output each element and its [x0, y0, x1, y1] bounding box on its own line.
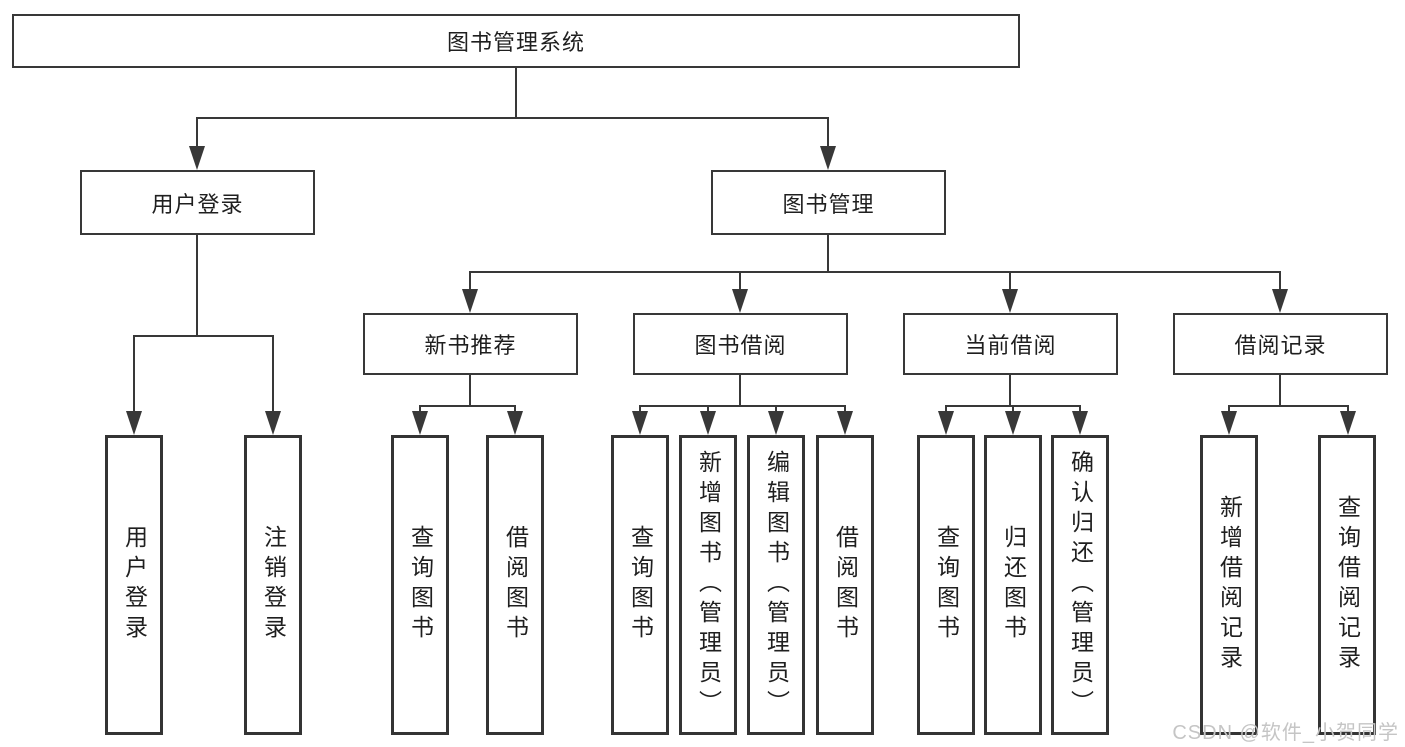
- arrowhead-leaf: [412, 411, 428, 435]
- connector-root-stem: [515, 66, 517, 118]
- connector-leaf-drop: [419, 405, 421, 415]
- connector-group-drop: [1009, 271, 1011, 293]
- connector-group-stem: [1009, 373, 1011, 407]
- node-root: 图书管理系统: [12, 14, 1020, 68]
- node-root-label: 图书管理系统: [446, 30, 585, 55]
- connector-leaf-drop: [639, 405, 641, 415]
- arrowhead-leaf: [938, 411, 954, 435]
- connector-book-mgmt-drop: [827, 117, 829, 149]
- connector-book-mgmt-stem: [827, 233, 829, 273]
- node-book-borrow: 图书借阅: [633, 313, 848, 375]
- node-book-management: 图书管理: [711, 170, 946, 235]
- connector-leaves-hline: [419, 405, 516, 407]
- leaf-return-book: 归还图书: [984, 435, 1042, 735]
- leaf-label: 新增借阅记录: [1216, 495, 1243, 675]
- leaf-confirm-return-admin: 确认归还（管理员）: [1051, 435, 1109, 735]
- node-book-management-label: 图书管理: [782, 191, 875, 217]
- connector-leaf-drop: [133, 335, 135, 415]
- node-new-book-recommend-label: 新书推荐: [424, 333, 517, 358]
- connector-leaf-drop: [1079, 405, 1081, 415]
- connector-group-drop: [739, 271, 741, 293]
- connector-leaf-drop: [775, 405, 777, 415]
- connector-leaf-drop: [1228, 405, 1230, 415]
- leaf-query-borrow-record: 查询借阅记录: [1318, 435, 1376, 735]
- arrowhead-leaf: [1072, 411, 1088, 435]
- leaf-borrow-books-recommend: 借阅图书: [486, 435, 544, 735]
- leaf-label: 注销登录: [260, 525, 287, 645]
- connector-group-stem: [469, 373, 471, 407]
- connector-leaves-hline: [639, 405, 846, 407]
- leaf-label: 新增图书（管理员）: [695, 450, 722, 720]
- arrowhead-leaf: [1221, 411, 1237, 435]
- node-current-borrow: 当前借阅: [903, 313, 1118, 375]
- arrowhead-leaf: [507, 411, 523, 435]
- connector-level2-hline: [196, 117, 829, 119]
- node-user-login-label: 用户登录: [151, 191, 244, 217]
- leaf-add-borrow-record: 新增借阅记录: [1200, 435, 1258, 735]
- leaf-user-login: 用户登录: [105, 435, 163, 735]
- arrowhead-group: [732, 289, 748, 313]
- leaf-logout: 注销登录: [244, 435, 302, 735]
- connector-user-login-hline: [133, 335, 274, 337]
- leaf-label: 查询图书: [933, 525, 960, 645]
- leaf-add-book-admin: 新增图书（管理员）: [679, 435, 737, 735]
- arrowhead-leaf: [632, 411, 648, 435]
- node-current-borrow-label: 当前借阅: [964, 333, 1057, 358]
- arrowhead-user-login: [189, 146, 205, 170]
- arrowhead-leaf: [1340, 411, 1356, 435]
- connector-group-drop: [469, 271, 471, 293]
- node-borrow-records-label: 借阅记录: [1234, 333, 1327, 358]
- leaf-query-books-recommend: 查询图书: [391, 435, 449, 735]
- connector-leaf-drop: [1012, 405, 1014, 415]
- arrowhead-leaf: [768, 411, 784, 435]
- arrowhead-book-mgmt: [820, 146, 836, 170]
- arrowhead-group: [462, 289, 478, 313]
- leaf-query-books-borrow: 查询图书: [611, 435, 669, 735]
- arrowhead-leaf: [700, 411, 716, 435]
- arrowhead-group: [1002, 289, 1018, 313]
- leaf-label: 确认归还（管理员）: [1067, 450, 1094, 720]
- connector-level3-hline: [469, 271, 1281, 273]
- arrowhead-leaf: [837, 411, 853, 435]
- leaf-edit-book-admin: 编辑图书（管理员）: [747, 435, 805, 735]
- node-user-login: 用户登录: [80, 170, 315, 235]
- leaf-borrow-books: 借阅图书: [816, 435, 874, 735]
- connector-group-stem: [1279, 373, 1281, 407]
- leaf-query-books-current: 查询图书: [917, 435, 975, 735]
- connector-leaf-drop: [707, 405, 709, 415]
- node-book-borrow-label: 图书借阅: [694, 333, 787, 358]
- node-borrow-records: 借阅记录: [1173, 313, 1388, 375]
- arrowhead-leaf: [126, 411, 142, 435]
- leaf-label: 归还图书: [1000, 525, 1027, 645]
- node-new-book-recommend: 新书推荐: [363, 313, 578, 375]
- connector-leaf-drop: [945, 405, 947, 415]
- leaf-label: 借阅图书: [502, 525, 529, 645]
- csdn-watermark: CSDN @软件_小贺同学: [1172, 722, 1399, 744]
- connector-leaf-drop: [272, 335, 274, 415]
- arrowhead-group: [1272, 289, 1288, 313]
- leaf-label: 查询图书: [627, 525, 654, 645]
- arrowhead-leaf: [265, 411, 281, 435]
- leaf-label: 查询借阅记录: [1334, 495, 1361, 675]
- connector-group-drop: [1279, 271, 1281, 293]
- connector-leaf-drop: [844, 405, 846, 415]
- leaf-label: 查询图书: [407, 525, 434, 645]
- connector-user-login-drop: [196, 117, 198, 149]
- connector-user-login-stem: [196, 233, 198, 337]
- leaf-label: 用户登录: [121, 525, 148, 645]
- connector-leaf-drop: [1347, 405, 1349, 415]
- leaf-label: 编辑图书（管理员）: [763, 450, 790, 720]
- connector-group-stem: [739, 373, 741, 407]
- connector-leaf-drop: [514, 405, 516, 415]
- connector-leaves-hline: [1228, 405, 1349, 407]
- arrowhead-leaf: [1005, 411, 1021, 435]
- leaf-label: 借阅图书: [832, 525, 859, 645]
